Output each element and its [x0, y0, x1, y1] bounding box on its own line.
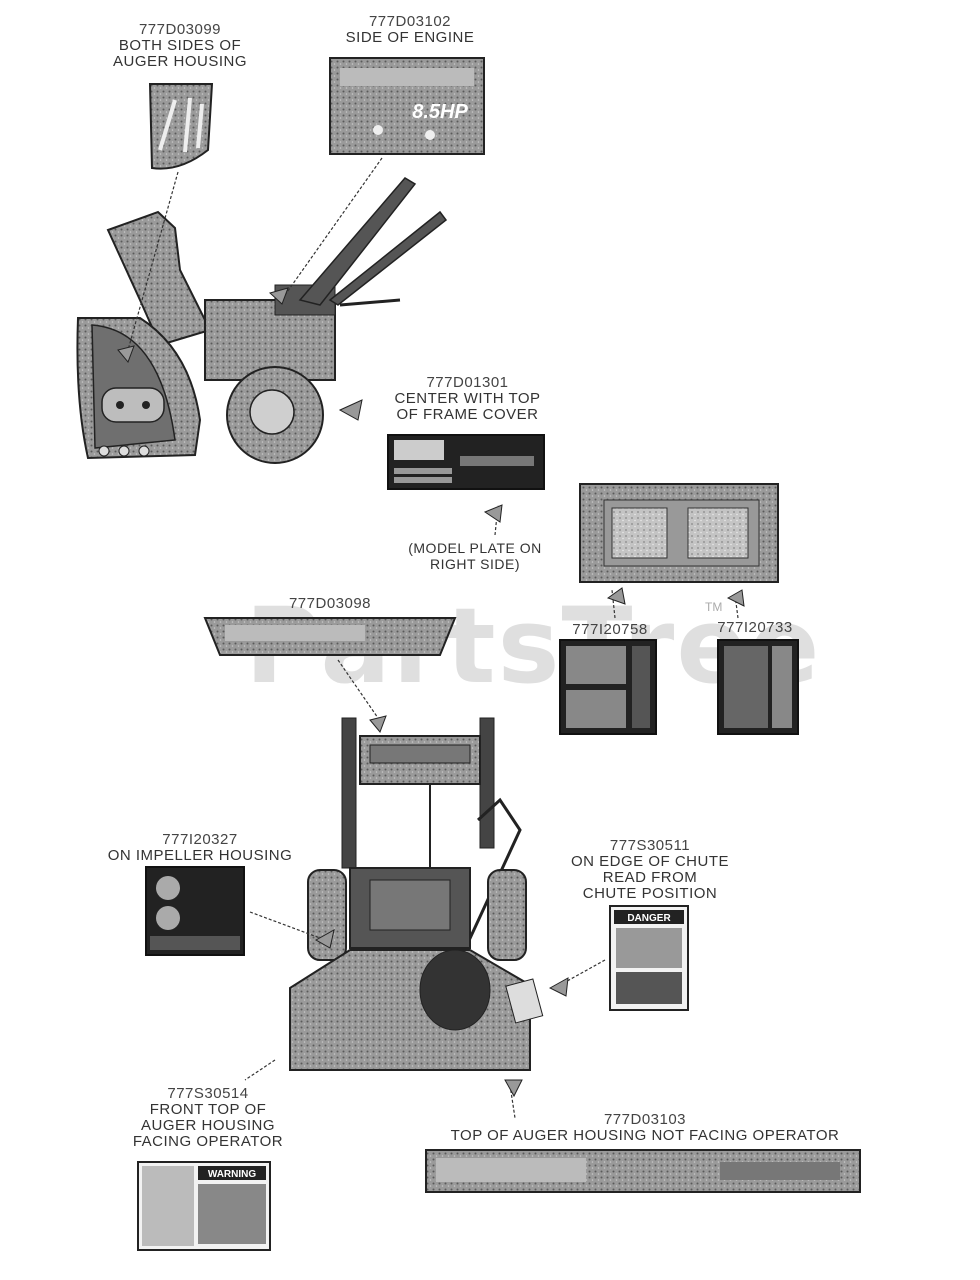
caption-line: OF FRAME COVER — [396, 406, 539, 423]
label-777D03098: 777D03098 — [270, 596, 390, 612]
decal-777S30514: WARNING — [137, 1161, 271, 1251]
part-number: 777S30514 — [167, 1085, 249, 1102]
decal-control-panel — [579, 483, 779, 583]
decal-777S30511: DANGER — [609, 905, 689, 1011]
decal-777D03099 — [148, 83, 214, 170]
label-777S30511: 777S30511 ON EDGE OF CHUTE READ FROM CHU… — [565, 838, 735, 902]
caption-line: READ FROM — [602, 869, 698, 886]
label-777I20733: 777I20733 — [705, 620, 805, 636]
part-number: 777D03103 — [603, 1111, 687, 1128]
decal-777D03098 — [203, 617, 457, 656]
part-number: 777S30511 — [609, 837, 691, 854]
leader-arrowheads — [117, 287, 745, 1098]
caption-line: CHUTE POSITION — [582, 885, 718, 902]
label-777D03099: 777D03099 BOTH SIDES OF AUGER HOUSING — [105, 22, 255, 70]
part-number: 777I20327 — [162, 831, 238, 848]
caption-line: FRONT TOP OF — [149, 1101, 267, 1118]
caption-line: ON EDGE OF CHUTE — [570, 853, 729, 870]
danger-label-1: DANGER — [627, 913, 671, 924]
label-model-plate: (MODEL PLATE ON RIGHT SIDE) — [400, 540, 550, 572]
label-777I20758: 777I20758 — [560, 622, 660, 638]
part-number: 777D03102 — [368, 13, 452, 30]
decal-777D03102 — [329, 57, 485, 155]
decal-777D01301 — [387, 434, 545, 490]
caption-line: AUGER HOUSING — [140, 1117, 275, 1134]
label-777D01301: 777D01301 CENTER WITH TOP OF FRAME COVER — [385, 375, 550, 423]
warning-label: WARNING — [208, 1169, 257, 1180]
caption-line: SIDE OF ENGINE — [345, 29, 475, 46]
decal-777I20327 — [145, 866, 245, 956]
part-number: 777I20758 — [572, 621, 648, 638]
part-number: 777I20733 — [717, 619, 793, 636]
caption-line: (MODEL PLATE ON — [408, 540, 542, 556]
caption-line: ON IMPELLER HOUSING — [107, 847, 293, 864]
snowblower-side-view — [76, 177, 448, 464]
label-777S30514: 777S30514 FRONT TOP OF AUGER HOUSING FAC… — [118, 1086, 298, 1150]
decal-777I20758 — [559, 639, 657, 735]
caption-line: FACING OPERATOR — [132, 1133, 284, 1150]
caption-line: CENTER WITH TOP — [394, 390, 541, 407]
trademark-symbol: TM — [705, 600, 723, 614]
label-777I20327: 777I20327 ON IMPELLER HOUSING — [100, 832, 300, 864]
caption-line: RIGHT SIDE) — [429, 556, 521, 572]
part-number: 777D03098 — [288, 595, 372, 612]
part-number: 777D01301 — [426, 374, 509, 391]
part-number: 777D03099 — [138, 21, 222, 38]
decal-777D03103 — [425, 1149, 861, 1193]
decal-777I20733 — [717, 639, 799, 735]
label-777D03102: 777D03102 SIDE OF ENGINE — [335, 14, 485, 46]
caption-line: TOP OF AUGER HOUSING NOT FACING OPERATOR — [450, 1127, 840, 1144]
label-777D03103: 777D03103 TOP OF AUGER HOUSING NOT FACIN… — [425, 1112, 865, 1144]
snowblower-front-view — [289, 717, 544, 1071]
engine-hp-text: 8.5HP — [412, 101, 468, 123]
caption-line: BOTH SIDES OF — [118, 37, 242, 54]
caption-line: AUGER HOUSING — [112, 53, 247, 70]
